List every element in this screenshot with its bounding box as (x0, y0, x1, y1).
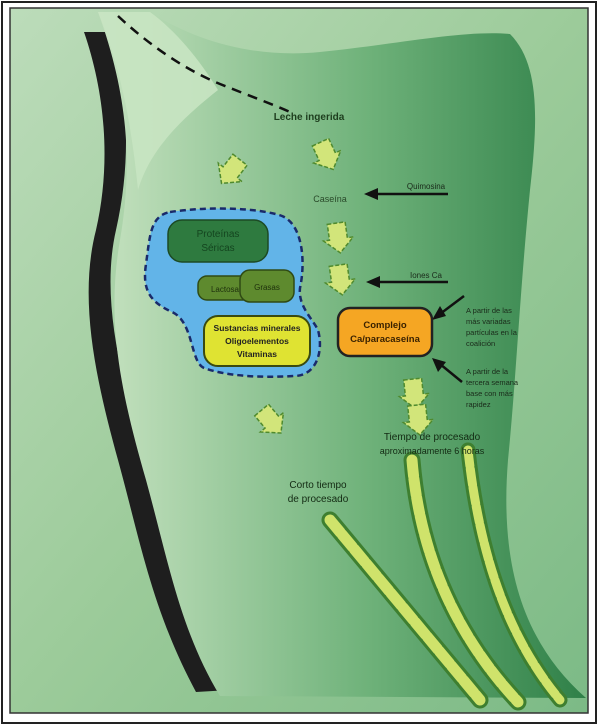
note-upper-line-4: coalición (466, 339, 495, 348)
note-lower-line-4: rapidez (466, 400, 491, 409)
minerals-label-1: Sustancias minerales (214, 323, 301, 333)
minerals-label-2: Oligoelementos (225, 336, 289, 346)
iones-ca-label: Iones Ca (410, 271, 443, 280)
note-upper-line-1: A partir de las (466, 306, 512, 315)
whey-proteins-label-1: Proteínas (197, 229, 240, 240)
leche-ingerida-label: Leche ingerida (274, 112, 345, 123)
minerals-label-3: Vitaminas (237, 349, 277, 359)
complejo-box (338, 308, 432, 356)
whey-proteins-label-2: Séricas (201, 243, 234, 254)
complejo-label-2: Ca/paracaseína (350, 334, 420, 345)
lactose-label: Lactosa (211, 285, 240, 294)
short-processing-label-2: de procesado (288, 494, 349, 505)
note-lower-line-2: tercera semana (466, 378, 519, 387)
short-processing-label-1: Corto tiempo (289, 480, 347, 491)
note-lower-line-1: A partir de la (466, 367, 509, 376)
note-upper-line-2: más variadas (466, 317, 511, 326)
note-upper-line-3: partículas en la (466, 328, 518, 337)
fats-label: Grasas (254, 283, 280, 292)
caseina-label: Caseína (313, 194, 347, 204)
note-lower-line-3: base con más (466, 389, 513, 398)
long-processing-label-1: Tiempo de procesado (384, 432, 481, 443)
long-processing-label-2: aproximadamente 6 horas (380, 446, 485, 456)
complejo-label-1: Complejo (363, 320, 406, 331)
quimosina-label: Quimosina (407, 182, 446, 191)
whey-proteins-box (168, 220, 268, 262)
